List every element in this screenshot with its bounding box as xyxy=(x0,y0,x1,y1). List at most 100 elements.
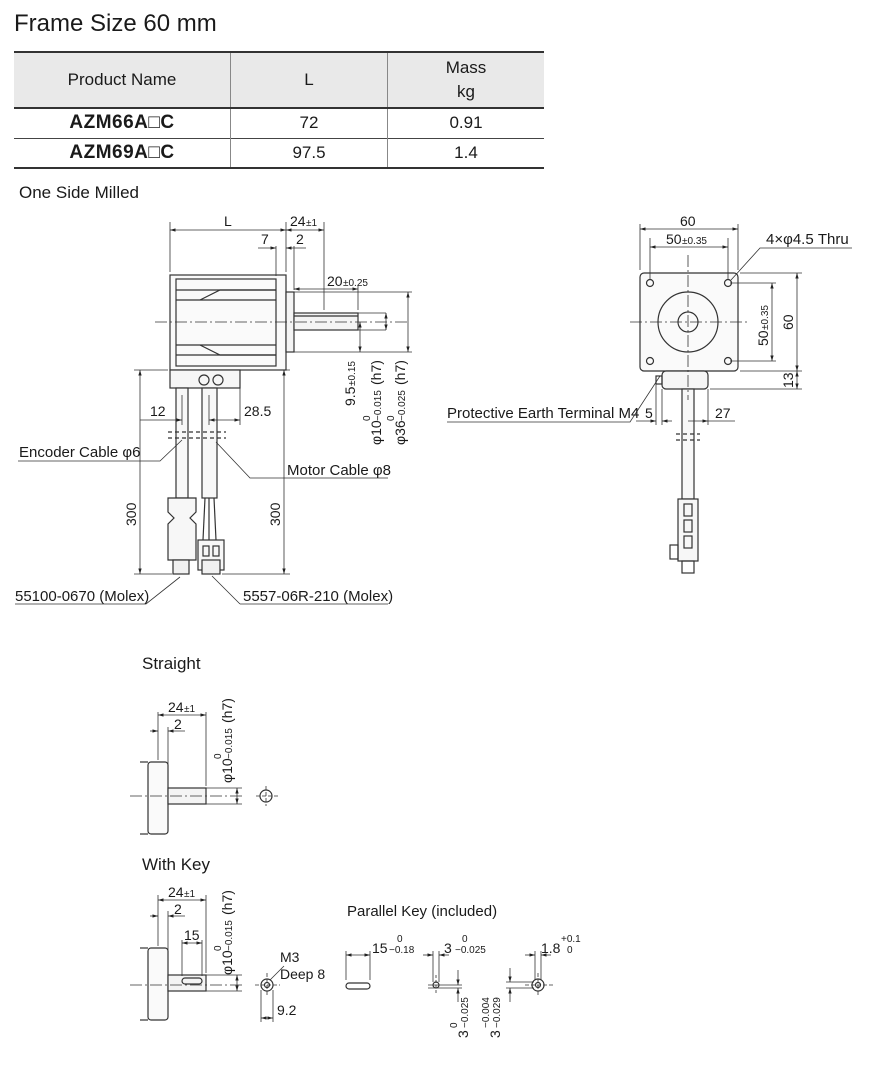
key-height-3: 3 xyxy=(455,1030,471,1038)
dim-20-tol: ±0.25 xyxy=(343,278,368,289)
key-width-tol-upper: 0 xyxy=(462,934,468,945)
front-view-motor xyxy=(639,272,739,574)
key-shaft-dimensions xyxy=(130,895,553,1022)
straight-phi10-tol-lower: −0.015 xyxy=(224,728,235,759)
key-width-tol-lower: −0.025 xyxy=(455,945,486,956)
dim-24-label: 24 xyxy=(290,213,306,229)
holes-label: 4×φ4.5 Thru xyxy=(766,231,849,248)
dim-phi36-label: φ36 xyxy=(392,420,408,445)
dim-12-label: 12 xyxy=(150,403,166,419)
key-phi10-tol-upper: 0 xyxy=(213,945,224,951)
parallel-key-label: Parallel Key (included) xyxy=(347,903,497,920)
dim-phi10-label: φ10 xyxy=(368,420,384,445)
straight-phi10: φ10 xyxy=(219,758,235,783)
dim-13-label: 13 xyxy=(780,372,796,388)
header-mass-unit: kg xyxy=(457,82,475,101)
header-l: L xyxy=(230,52,388,108)
side-view-labels: L 24 ±1 7 2 20 ±0.25 9.5 ±0.15 φ10 0 −0.… xyxy=(15,213,408,605)
page-title: Frame Size 60 mm xyxy=(14,10,217,37)
dim-phi36-tol-upper: 0 xyxy=(386,415,397,421)
front-view-labels: 60 50 ±0.35 4×φ4.5 Thru 50 ±0.35 60 13 P… xyxy=(447,213,849,422)
dim-50-width: 50 xyxy=(666,231,682,247)
key-length-15: 15 xyxy=(372,940,388,956)
row-l: 72 xyxy=(230,108,388,138)
section-one-side-milled: One Side Milled xyxy=(19,183,139,202)
dim-2-label: 2 xyxy=(296,231,304,247)
encoder-connector-label: 55100-0670 (Molex) xyxy=(15,588,149,605)
key-dim-92: 9.2 xyxy=(277,1002,297,1018)
straight-dim-24-tol: ±1 xyxy=(184,704,195,715)
header-mass-label: Mass xyxy=(445,58,487,77)
side-view-dimensions xyxy=(15,222,412,605)
dim-7-label: 7 xyxy=(261,231,269,247)
key-dim-2: 2 xyxy=(174,901,182,917)
row-l: 97.5 xyxy=(230,138,388,168)
dim-20-label: 20 xyxy=(327,273,343,289)
dim-27-label: 27 xyxy=(715,405,731,421)
key-height-tol-lower: −0.025 xyxy=(460,997,471,1028)
dim-60-height: 60 xyxy=(780,314,796,330)
straight-phi10-fit: (h7) xyxy=(219,698,235,723)
motor-cable-label: Motor Cable φ8 xyxy=(287,462,391,479)
key-depth-tol-upper: +0.1 xyxy=(561,934,581,945)
key-depth-18: 1.8 xyxy=(541,940,561,956)
dim-l-label: L xyxy=(224,213,232,229)
side-view-motor xyxy=(167,274,359,575)
dim-285-label: 28.5 xyxy=(244,403,271,419)
key-height-tol-upper: 0 xyxy=(449,1022,460,1028)
header-mass: Mass kg xyxy=(387,52,544,108)
encoder-cable-label: Encoder Cable φ6 xyxy=(19,444,140,461)
row-mass: 0.91 xyxy=(387,108,544,138)
key-dim-24: 24 xyxy=(168,884,184,900)
section-with-key: With Key xyxy=(142,855,211,874)
key-dim-24-tol: ±1 xyxy=(184,889,195,900)
key-length-tol-lower: −0.18 xyxy=(389,945,415,956)
m3-label: M3 xyxy=(280,949,300,965)
dim-phi10-tol-upper: 0 xyxy=(362,415,373,421)
straight-shaft-labels: 24 ±1 2 φ10 0 −0.015 (h7) xyxy=(168,698,235,783)
dim-phi36-fit: (h7) xyxy=(392,360,408,385)
pe-terminal-label: Protective Earth Terminal M4 xyxy=(447,405,639,422)
dim-phi10-tol-lower: −0.015 xyxy=(373,390,384,421)
dim-60-width: 60 xyxy=(680,213,696,229)
key-shaft-labels: 24 ±1 2 15 φ10 0 −0.015 (h7) M3 Deep 8 9… xyxy=(168,884,581,1038)
deep8-label: Deep 8 xyxy=(280,966,325,982)
dim-50-height-tol: ±0.35 xyxy=(760,305,771,330)
straight-dim-2: 2 xyxy=(174,716,182,732)
key-width-3: 3 xyxy=(444,940,452,956)
dim-5-label: 5 xyxy=(645,405,653,421)
table-row: AZM66A□C 72 0.91 xyxy=(14,108,544,138)
spec-table: Product Name L Mass kg AZM66A□C 72 0.91 … xyxy=(14,51,544,169)
row-product: AZM69A□C xyxy=(14,138,231,168)
section-straight: Straight xyxy=(142,654,201,673)
straight-shaft-dimensions xyxy=(130,712,278,806)
key-phi10-fit: (h7) xyxy=(219,890,235,915)
header-product-name: Product Name xyxy=(14,52,231,108)
front-view-dimensions xyxy=(447,224,852,425)
dim-phi10-fit: (h7) xyxy=(368,360,384,385)
key-length-tol-upper: 0 xyxy=(397,934,403,945)
table-header-row: Product Name L Mass kg xyxy=(14,52,544,108)
key-depth-tol-lower: 0 xyxy=(567,945,573,956)
key-phi10: φ10 xyxy=(219,950,235,975)
table-row: AZM69A□C 97.5 1.4 xyxy=(14,138,544,168)
straight-dim-24: 24 xyxy=(168,699,184,715)
motor-connector-label: 5557-06R-210 (Molex) xyxy=(243,588,393,605)
row-mass: 1.4 xyxy=(387,138,544,168)
keyway-width-3: 3 xyxy=(487,1030,503,1038)
straight-phi10-tol-upper: 0 xyxy=(213,753,224,759)
dim-95-label: 9.5 xyxy=(342,386,358,406)
key-phi10-tol-lower: −0.015 xyxy=(224,920,235,951)
dim-300-encoder: 300 xyxy=(123,502,139,526)
key-shaft-view xyxy=(140,947,545,1021)
dim-50-width-tol: ±0.35 xyxy=(682,236,707,247)
dim-50-height: 50 xyxy=(755,330,771,346)
dim-24-tol: ±1 xyxy=(306,218,317,229)
keyway-width-tol-upper: −0.004 xyxy=(481,997,492,1028)
dim-phi36-tol-lower: −0.025 xyxy=(397,390,408,421)
key-dim-15: 15 xyxy=(184,927,200,943)
keyway-width-tol-lower: −0.029 xyxy=(492,997,503,1028)
dim-95-tol: ±0.15 xyxy=(347,361,358,386)
dim-300-motor: 300 xyxy=(267,502,283,526)
